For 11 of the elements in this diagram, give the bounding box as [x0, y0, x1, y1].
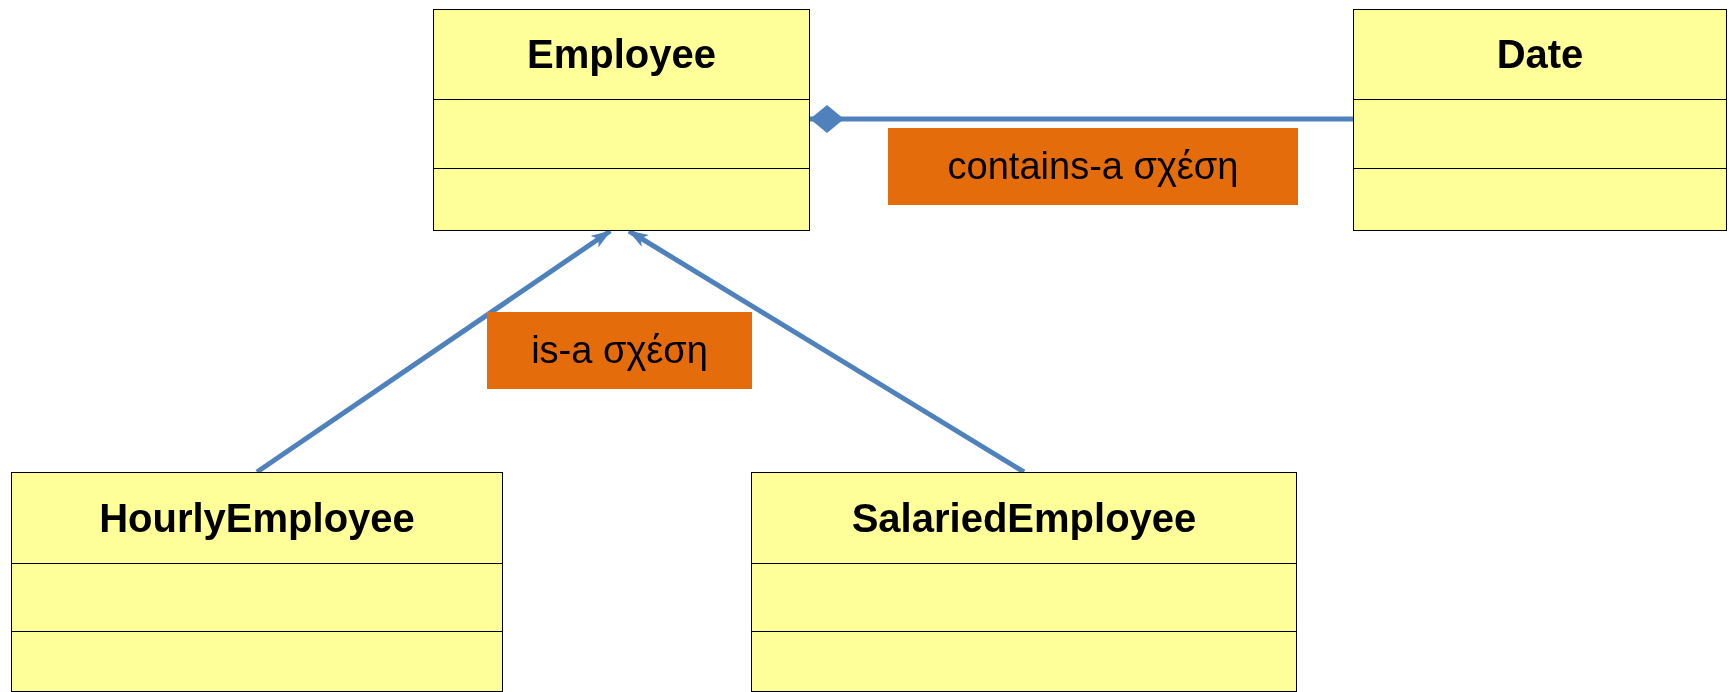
- edge-label: is-a σχέση: [487, 312, 752, 389]
- class-box: [751, 472, 1297, 692]
- class-box: [433, 9, 810, 231]
- class-box: [11, 472, 503, 692]
- class-name: SalariedEmployee: [851, 495, 1197, 541]
- class-name: Employee: [527, 32, 716, 77]
- class-name: Date: [1496, 32, 1584, 77]
- composition-line: [810, 105, 1353, 133]
- class-name: HourlyEmployee: [99, 495, 415, 541]
- class-box: [1353, 9, 1727, 231]
- edge-label: contains-a σχέση: [888, 128, 1298, 205]
